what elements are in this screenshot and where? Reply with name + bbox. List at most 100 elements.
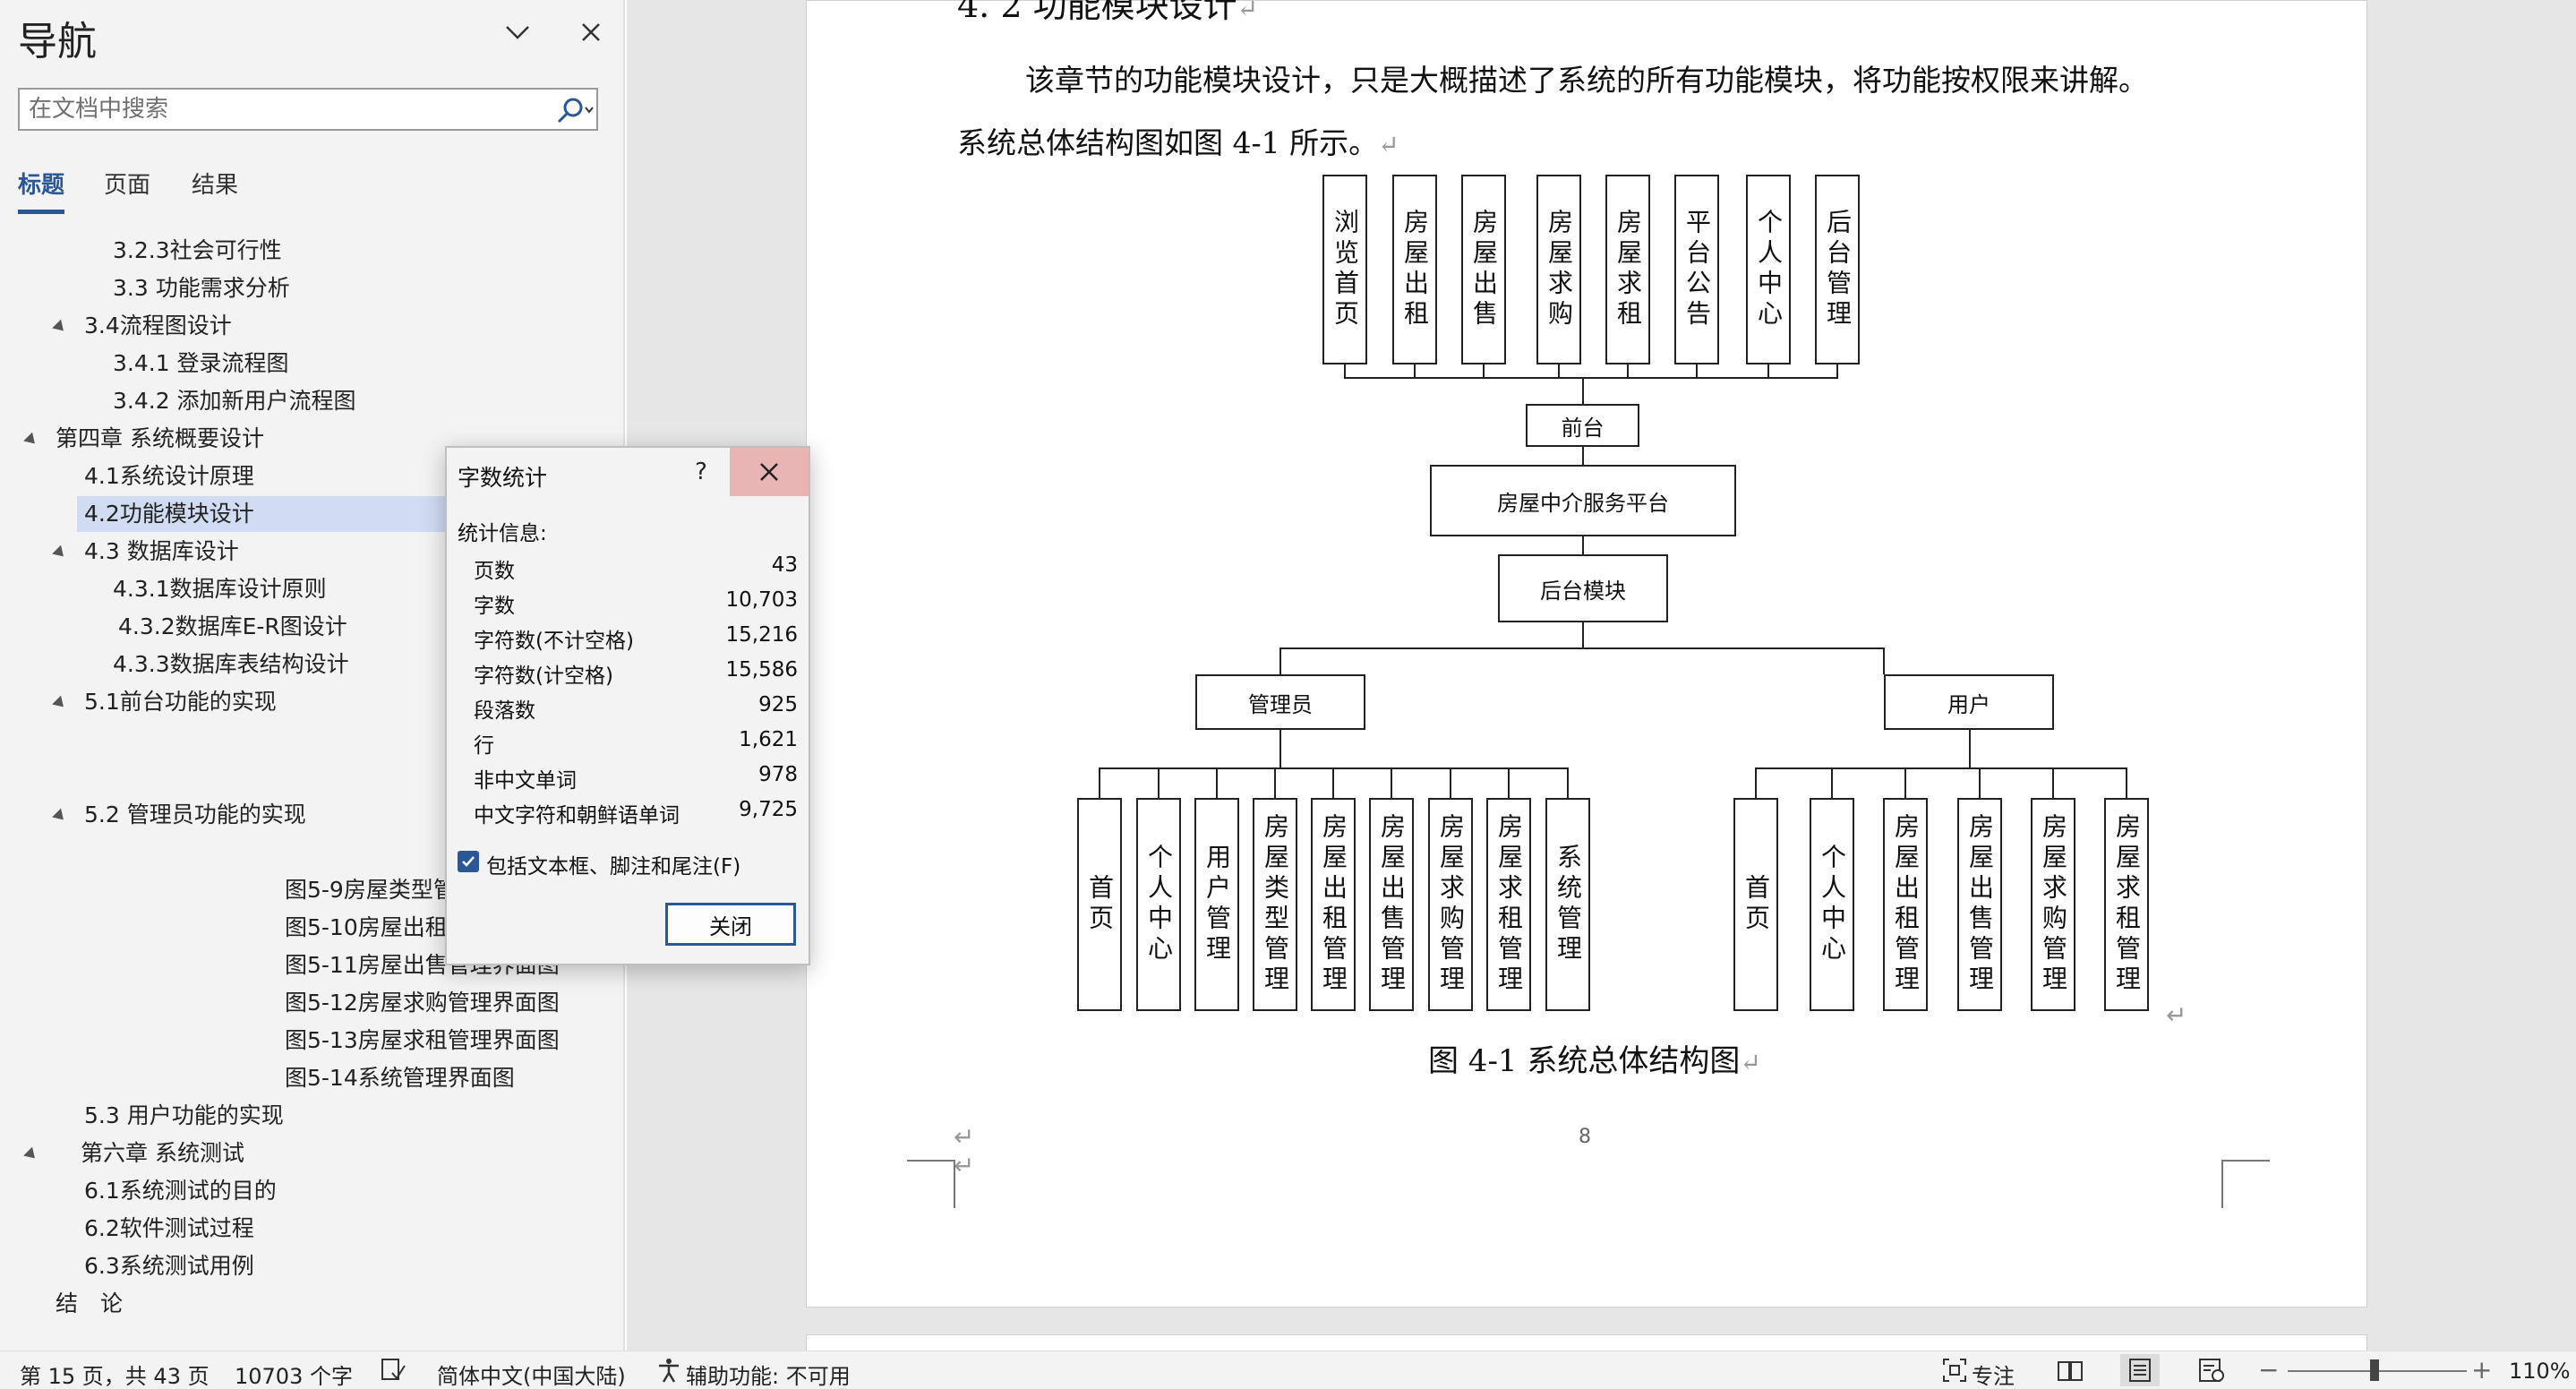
tree-item[interactable]: 图5-9房屋类型管 (285, 877, 456, 903)
search-input[interactable] (29, 95, 539, 124)
connector-line (1836, 364, 1838, 379)
tree-item[interactable]: 5.3 用户功能的实现 (84, 1102, 284, 1128)
print-layout-button[interactable] (2120, 1354, 2160, 1386)
connector-line (1767, 364, 1769, 379)
tree-item[interactable]: 5.2 管理员功能的实现 (84, 802, 306, 827)
connector-line (1627, 364, 1629, 379)
collapse-triangle-icon[interactable] (23, 1146, 39, 1163)
connector-line (1450, 767, 1451, 798)
zoom-in-button[interactable]: + (2471, 1355, 2493, 1385)
tree-item[interactable]: 6.2软件测试过程 (84, 1215, 254, 1241)
stat-value: 925 (758, 693, 798, 716)
tree-item[interactable]: 4.3.3数据库表结构设计 (113, 651, 349, 677)
page-count-status[interactable]: 第 15 页，共 43 页 (20, 1364, 210, 1389)
admin-module-box: 房屋出售管理 (1369, 798, 1414, 1011)
collapse-triangle-icon[interactable] (52, 808, 68, 825)
focus-icon[interactable] (1941, 1357, 1968, 1389)
connector-line (2052, 767, 2054, 798)
connector-line (1883, 647, 1885, 674)
connector-line (1582, 447, 1584, 465)
tree-item[interactable]: 3.4流程图设计 (84, 313, 232, 339)
help-button[interactable]: ? (695, 459, 707, 485)
tree-item[interactable]: 第四章 系统概要设计 (56, 425, 264, 451)
zoom-out-button[interactable]: − (2258, 1355, 2280, 1385)
close-icon (582, 23, 600, 41)
tree-item[interactable]: 3.2.3社会可行性 (113, 237, 282, 263)
zoom-slider-thumb[interactable] (2370, 1359, 2379, 1381)
read-mode-button[interactable] (2050, 1354, 2090, 1386)
accessibility-status[interactable]: 辅助功能: 不可用 (686, 1364, 851, 1389)
statistics-label: 统计信息: (458, 522, 547, 545)
stat-label: 字数 (474, 595, 515, 618)
connector-line (1216, 767, 1218, 798)
checkbox-label[interactable]: 包括文本框、脚注和尾注(F) (486, 855, 741, 879)
tree-item[interactable]: 5.1前台功能的实现 (84, 689, 277, 715)
tree-item[interactable]: 3.4.1 登录流程图 (113, 350, 289, 376)
admin-box: 管理员 (1195, 674, 1365, 730)
chevron-down-icon (506, 26, 529, 39)
document-page[interactable]: 4. 2 功能模块设计↵ 该章节的功能模块设计，只是大概描述了系统的所有功能模块… (806, 0, 2367, 1308)
collapse-triangle-icon[interactable] (52, 695, 68, 712)
tree-item[interactable]: 3.3 功能需求分析 (113, 275, 290, 301)
tree-item[interactable]: 6.1系统测试的目的 (84, 1178, 277, 1204)
stat-value: 978 (758, 763, 798, 786)
tree-item[interactable]: 4.3.1数据库设计原则 (113, 576, 327, 602)
search-box[interactable] (18, 88, 598, 131)
admin-module-box: 房屋类型管理 (1253, 798, 1297, 1011)
user-module-box: 首页 (1733, 798, 1778, 1011)
proofing-icon[interactable] (380, 1357, 407, 1389)
focus-button[interactable]: 专注 (1972, 1364, 2015, 1389)
language-status[interactable]: 简体中文(中国大陆) (437, 1364, 626, 1389)
admin-module-box: 房屋求租管理 (1486, 798, 1531, 1011)
tree-item[interactable]: 第六章 系统测试 (81, 1140, 244, 1166)
web-layout-button[interactable] (2192, 1354, 2231, 1386)
crop-mark (907, 1160, 955, 1208)
connector-line (1414, 364, 1416, 379)
close-button[interactable]: 关闭 (665, 903, 796, 946)
tree-item[interactable]: 3.4.2 添加新用户流程图 (113, 388, 356, 414)
collapse-triangle-icon[interactable] (23, 432, 39, 449)
word-count-status[interactable]: 10703 个字 (235, 1364, 353, 1389)
tab-headings[interactable]: 标题 (18, 172, 65, 199)
collapse-triangle-icon[interactable] (52, 319, 68, 336)
tree-item[interactable]: 图5-13房屋求租管理界面图 (285, 1027, 560, 1053)
tree-item[interactable]: 图5-10房屋出租 (285, 914, 448, 940)
connector-line (1279, 647, 1885, 649)
tree-item[interactable]: 4.1系统设计原理 (84, 463, 254, 489)
tree-item[interactable]: 结 论 (56, 1290, 124, 1316)
nav-close-button[interactable] (575, 16, 607, 48)
user-module-box: 房屋出租管理 (1883, 798, 1928, 1011)
collapse-triangle-icon[interactable] (52, 544, 68, 562)
include-textboxes-checkbox[interactable] (458, 851, 479, 872)
user-module-box: 房屋求购管理 (2031, 798, 2075, 1011)
tab-pages[interactable]: 页面 (104, 172, 151, 199)
top-module-box: 后台管理 (1815, 175, 1860, 364)
tree-item[interactable]: 图5-12房屋求购管理界面图 (285, 990, 560, 1016)
connector-line (1831, 767, 1833, 798)
connector-line (1696, 364, 1698, 379)
active-tab-indicator (18, 210, 64, 214)
figure-caption: 图 4-1 系统总体结构图↵ (1428, 1043, 1761, 1079)
tree-item[interactable]: 图5-14系统管理界面图 (285, 1065, 515, 1091)
tree-item[interactable]: 4.3 数据库设计 (84, 538, 239, 564)
dialog-close-button[interactable] (730, 448, 809, 496)
top-module-box: 房屋求租 (1605, 175, 1650, 364)
nav-options-button[interactable] (501, 16, 534, 48)
tree-item-selected[interactable]: 4.2功能模块设计 (77, 496, 453, 532)
search-dropdown-button[interactable] (552, 95, 596, 125)
stat-label: 非中文单词 (474, 769, 577, 793)
status-bar: 第 15 页，共 43 页 10703 个字 简体中文(中国大陆) 辅助功能: … (0, 1350, 2576, 1389)
paragraph-1: 该章节的功能模块设计，只是大概描述了系统的所有功能模块，将功能按权限来讲解。 (1025, 63, 2148, 98)
stat-row: 非中文单词 978 (474, 758, 798, 793)
stat-value: 1,621 (739, 728, 798, 751)
tree-item[interactable]: 4.3.2数据库E-R图设计 (118, 613, 347, 639)
zoom-level[interactable]: 110% (2509, 1359, 2571, 1384)
tree-item[interactable]: 6.3系统测试用例 (84, 1253, 254, 1279)
accessibility-icon[interactable] (655, 1357, 682, 1389)
stat-value: 15,216 (725, 623, 798, 647)
tab-results[interactable]: 结果 (192, 172, 239, 199)
